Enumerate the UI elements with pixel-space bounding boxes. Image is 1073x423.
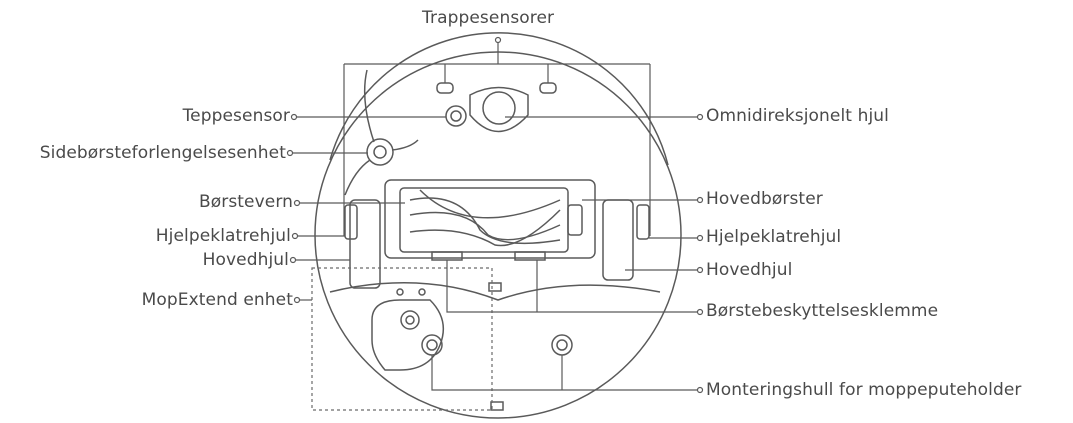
- leader-dot-left-5: [289, 256, 297, 264]
- leader-dot-top: [494, 36, 502, 44]
- label-carpet-sensor: Teppesensor: [182, 106, 290, 126]
- label-main-wheel-right: Hovedhjul: [706, 260, 793, 280]
- brush-clip-left: [431, 251, 463, 261]
- label-omni-wheel: Omnidireksjonelt hjul: [706, 106, 889, 126]
- leader-dot-left-1: [290, 113, 298, 121]
- side-brush-arm: [363, 69, 375, 143]
- leader-dot-right-3: [696, 234, 704, 242]
- carpet-sensor: [445, 105, 467, 127]
- label-aux-climb-wheel-left: Hjelpeklatrehjul: [155, 226, 291, 246]
- label-mop-holder-mount-holes: Monteringshull for moppeputeholder: [706, 380, 1022, 400]
- label-brush-guard-clip: Børstebeskyttelsesklemme: [706, 301, 939, 321]
- leader-dot-left-2: [286, 149, 294, 157]
- climb-wheel-left: [344, 204, 358, 240]
- cliff-sensor-right: [539, 82, 557, 94]
- cliff-sensor-left: [436, 82, 454, 94]
- leader-dot-left-3: [293, 199, 301, 207]
- main-brush: [409, 197, 561, 245]
- omni-wheel: [482, 91, 516, 125]
- main-wheel-right: [602, 199, 634, 281]
- robot-body-outline: [314, 51, 682, 419]
- label-aux-climb-wheel-right: Hjelpeklatrehjul: [706, 227, 842, 247]
- leader-dot-right-5: [696, 308, 704, 316]
- label-mopextend-unit: MopExtend enhet: [141, 290, 293, 310]
- mop-mount-hole-left: [421, 334, 443, 356]
- mop-mount-hole-right: [551, 334, 573, 356]
- side-brush-hub: [366, 138, 394, 166]
- bumper-arc: [329, 32, 669, 166]
- brush-bay: [384, 179, 596, 259]
- label-main-wheel-left: Hovedhjul: [202, 250, 289, 270]
- label-stair-sensors: Trappesensorer: [422, 8, 555, 28]
- climb-wheel-right: [636, 204, 650, 240]
- label-main-brush: Hovedbørster: [706, 189, 823, 209]
- label-brush-guard: Børstevern: [198, 192, 293, 212]
- lower-panel: [329, 281, 661, 301]
- leader-dot-right-1: [696, 113, 704, 121]
- brush-clip-right: [514, 251, 546, 261]
- mopextend-unit: [371, 299, 445, 371]
- omni-wheel-housing: [469, 86, 529, 133]
- label-side-brush-extension: Sidebørsteforlengelsesenhet: [39, 143, 286, 163]
- leader-dot-right-2: [696, 196, 704, 204]
- main-wheel-left: [349, 199, 381, 289]
- mopextend-boundary: [311, 267, 493, 411]
- leader-dot-right-4: [696, 266, 704, 274]
- leader-dot-left-4: [291, 232, 299, 240]
- leader-dot-right-6: [696, 386, 704, 394]
- leader-dot-left-6: [293, 296, 301, 304]
